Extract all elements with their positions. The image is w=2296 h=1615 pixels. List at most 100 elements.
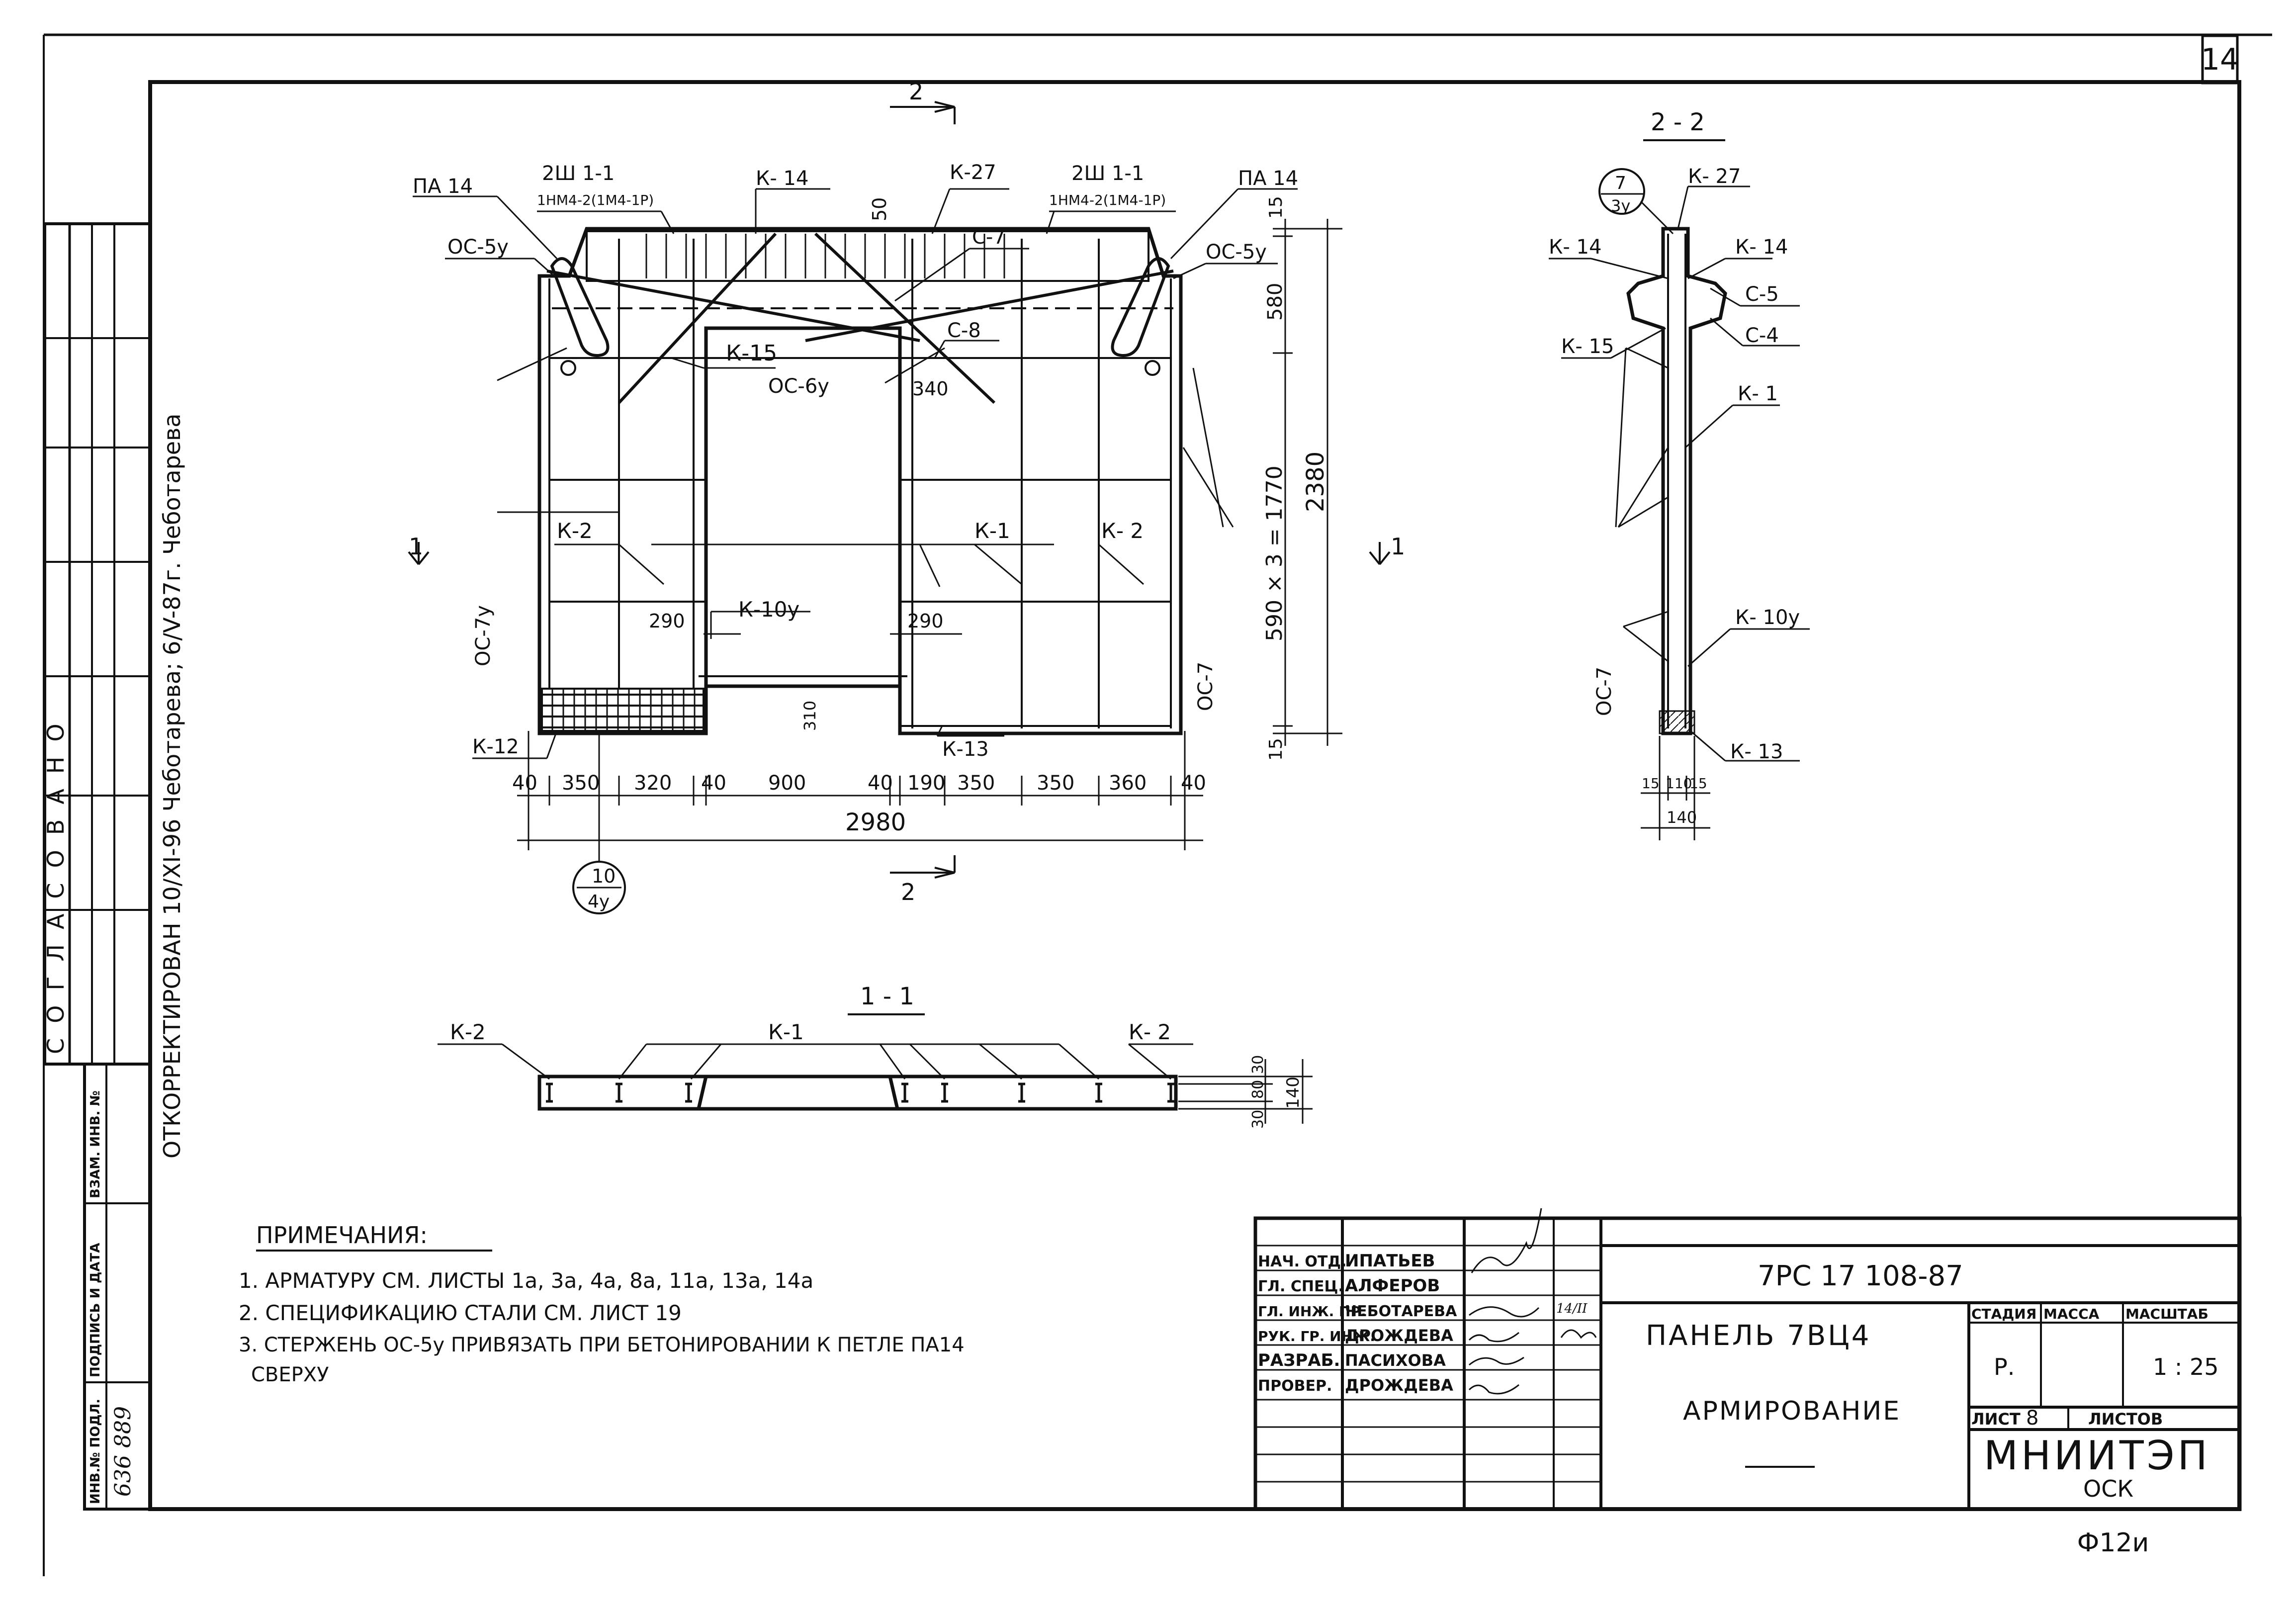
dim-r-1770: 590 × 3 = 1770: [1262, 465, 1287, 641]
dim-b-10: 40: [1181, 772, 1206, 795]
tb-name-1: АЛФЕРОВ: [1345, 1276, 1440, 1296]
section-2-2: 2 - 2 7 3у К- 27 К- 14 К- 14: [1549, 108, 1810, 840]
dim-11-30a: 30: [1249, 1055, 1267, 1074]
loop-right: [1111, 257, 1170, 358]
dim-r-top15: 15: [1266, 196, 1286, 219]
window-opening: [704, 326, 902, 688]
dim-22-1: 110: [1666, 775, 1692, 792]
tb-title-2: АРМИРОВАНИЕ: [1683, 1396, 1901, 1426]
dim-overall-width: 2980: [845, 808, 906, 836]
mesh-k12: [541, 688, 705, 732]
label-22-c4: С-4: [1745, 324, 1779, 347]
label-22-k10y: К- 10у: [1735, 606, 1800, 629]
note-3-cont: СВЕРХУ: [251, 1363, 329, 1386]
tb-role-0: НАЧ. ОТД.: [1258, 1253, 1347, 1270]
label-22-c5: С-5: [1745, 283, 1779, 306]
label-sh-right-2: 1НМ4-2(1М4-1Р): [1049, 192, 1166, 208]
tb-role-1: ГЛ. СПЕЦ.: [1258, 1278, 1344, 1295]
dim-b-2: 320: [634, 772, 672, 795]
label-os7: ОС-7: [1194, 662, 1217, 711]
sign-label: ПОДПИСЬ И ДАТА: [88, 1243, 103, 1377]
label-k13: К-13: [942, 738, 989, 761]
dim-b-5: 40: [868, 772, 893, 795]
label-k2-left: К-2: [557, 519, 593, 543]
label-pa14-right: ПА 14: [1238, 167, 1298, 190]
tb-name-5: ДРОЖДЕВА: [1345, 1376, 1453, 1395]
label-k1: К-1: [974, 519, 1010, 543]
loop-left: [550, 257, 610, 358]
dim-11-30b: 30: [1249, 1110, 1267, 1129]
label-22-k15: К- 15: [1561, 335, 1614, 358]
cut-left-number: 1: [409, 533, 423, 560]
callout-3y: 3у: [1611, 196, 1630, 215]
label-22-k13: К- 13: [1730, 740, 1783, 763]
dim-22-overall: 140: [1667, 808, 1697, 827]
label-os6y: ОС-6у: [768, 375, 829, 398]
label-os5y-right: ОС-5у: [1206, 241, 1267, 264]
section-11-profile: [537, 1075, 1178, 1111]
dim-b-8: 350: [1037, 772, 1074, 795]
tb-stage-value: Р.: [1994, 1353, 2015, 1380]
tb-title-1: ПАНЕЛЬ 7ВЦ4: [1646, 1320, 1871, 1352]
note-2: 2. СПЕЦИФИКАЦИЮ СТАЛИ СМ. ЛИСТ 19: [239, 1301, 682, 1325]
tb-scale-value: 1 : 25: [2153, 1353, 2219, 1380]
dim-b-7: 350: [957, 772, 995, 795]
dim-11-80: 80: [1249, 1080, 1267, 1099]
label-k2-right: К- 2: [1101, 519, 1144, 543]
label-sh-left-2: 1НМ4-2(1М4-1Р): [537, 192, 654, 208]
label-c8: С-8: [947, 319, 981, 342]
title-block: НАЧ. ОТД. ГЛ. СПЕЦ. ГЛ. ИНЖ. ПР. РУК. ГР…: [1253, 1208, 2242, 1511]
side-strip: СОГЛАСОВАНО ОТКОРРЕКТИРОВАН 10/XI-96 Чеб…: [42, 222, 185, 1511]
label-11-k1: К-1: [768, 1020, 804, 1044]
label-k27: К-27: [950, 161, 996, 184]
panel-plan: ПА 14 ПА 14 2Ш 1-1 1НМ4-2(1М4-1Р) 2Ш 1-1…: [408, 78, 1405, 914]
callout-10: 10: [592, 865, 616, 887]
section-22-profile: [1626, 227, 1727, 735]
dim-b-1: 350: [562, 772, 600, 795]
label-22-k14-right: К- 14: [1735, 236, 1788, 259]
dim-22-0: 15: [1642, 775, 1660, 792]
tb-role-5: ПРОВЕР.: [1258, 1377, 1332, 1395]
tb-org-sub: ОСК: [2083, 1475, 2133, 1502]
label-dim340: 340: [912, 378, 949, 400]
tb-role-2: ГЛ. ИНЖ. ПР.: [1258, 1303, 1366, 1320]
label-os5y-left: ОС-5у: [447, 236, 509, 259]
cut-bottom-number: 2: [901, 879, 915, 905]
tb-name-2: ЧЕБОТАРЕВА: [1345, 1303, 1457, 1320]
note-3: 3. СТЕРЖЕНЬ ОС-5у ПРИВЯЗАТЬ ПРИ БЕТОНИРО…: [239, 1334, 965, 1356]
section-22-title: 2 - 2: [1651, 108, 1705, 136]
tb-org: МНИИТЭП: [1984, 1433, 2210, 1479]
dim-r-2380: 2380: [1302, 451, 1329, 512]
label-22-k27: К- 27: [1688, 165, 1741, 188]
tb-name-4: ПАСИХОВА: [1345, 1351, 1446, 1370]
label-c7: С-7: [972, 226, 1006, 249]
signatures: [1468, 1208, 1597, 1395]
cut-right-number: 1: [1391, 533, 1405, 560]
dim-b-4: 900: [768, 772, 806, 795]
dim-r-bottom15: 15: [1266, 738, 1286, 761]
tb-sheet-label: ЛИСТ: [1971, 1410, 2021, 1429]
label-pa14-left: ПА 14: [413, 175, 473, 198]
label-dim310: 310: [800, 701, 819, 731]
tb-stage-label: СТАДИЯ: [1971, 1306, 2036, 1322]
label-dim50: 50: [869, 197, 890, 221]
inv-value: 636 889: [110, 1406, 136, 1497]
corrected-note: ОТКОРРЕКТИРОВАН 10/XI-96 Чеботарева; 6/V…: [159, 414, 185, 1159]
label-k15: К-15: [726, 341, 777, 366]
label-k10y: К-10у: [738, 597, 799, 622]
section-1-1: 1 - 1: [438, 983, 1313, 1129]
tb-sheet-value: 8: [2026, 1407, 2038, 1430]
label-sh-left-1: 2Ш 1-1: [542, 162, 615, 185]
callout-4y: 4у: [588, 892, 610, 912]
tb-sheets-label: ЛИСТОВ: [2088, 1410, 2163, 1429]
tb-role-3: РУК. ГР. ИНЖ.: [1258, 1328, 1375, 1345]
sheet-code: Ф12и: [2077, 1528, 2149, 1558]
label-k12: К-12: [472, 735, 519, 758]
label-11-k2-right: К- 2: [1129, 1020, 1171, 1044]
panel-outline: [537, 227, 1183, 735]
notes-heading: ПРИМЕЧАНИЯ:: [256, 1222, 428, 1249]
tb-role-4: РАЗРАБ.: [1258, 1350, 1340, 1370]
label-os7y: ОС-7у: [472, 605, 495, 666]
inv-label: ИНВ.№ ПОДЛ.: [88, 1399, 103, 1504]
